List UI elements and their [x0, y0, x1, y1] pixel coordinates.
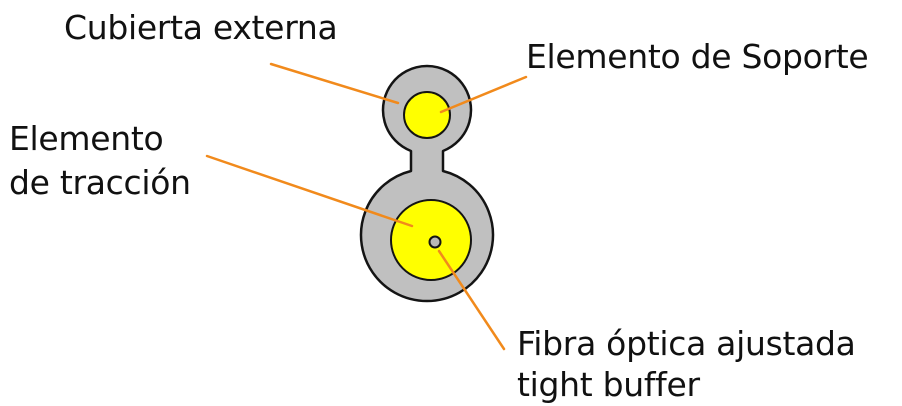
label-traction-element-line2: de tracción: [9, 163, 191, 202]
leader-line-optical-fiber: [437, 249, 506, 351]
optical-fiber-core: [428, 235, 442, 249]
label-support-element: Elemento de Soporte: [526, 37, 869, 76]
label-optical-fiber-line2: tight buffer: [517, 365, 700, 404]
label-optical-fiber-line1: Fibra óptica ajustada: [517, 324, 856, 363]
leader-line-support-element: [439, 75, 528, 114]
leader-line-traction-element: [205, 154, 414, 228]
label-outer-jacket: Cubierta externa: [64, 8, 338, 47]
support-element-circle: [403, 91, 451, 139]
label-traction-element-line1: Elemento: [9, 119, 164, 158]
leader-line-outer-jacket: [269, 62, 400, 105]
